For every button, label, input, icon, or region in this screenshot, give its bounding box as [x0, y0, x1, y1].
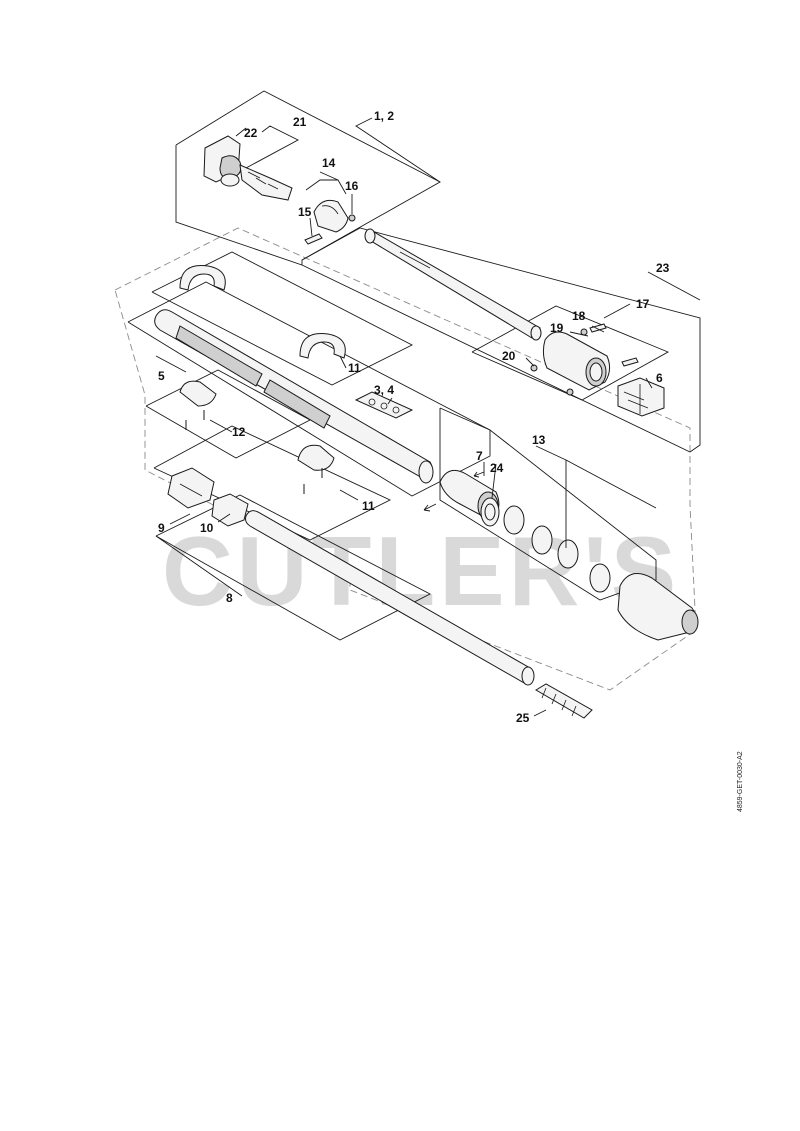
coupler-10-part [211, 493, 249, 527]
alignment-outline [114, 227, 697, 691]
callout-8: 8 [226, 591, 233, 605]
spring-part [535, 683, 593, 719]
callout-25: 25 [516, 711, 530, 725]
callout-5: 5 [158, 369, 165, 383]
group-bracket-8 [155, 494, 431, 641]
handle-shell-top-2-part [299, 332, 346, 359]
callout-19: 19 [550, 321, 564, 335]
group-bracket-13 [439, 407, 657, 601]
callout-23: 23 [656, 261, 670, 275]
callout-10: 10 [200, 521, 214, 535]
callout-17: 17 [636, 297, 650, 311]
callout-15: 15 [298, 205, 312, 219]
handle-clamp-part [304, 199, 356, 245]
main-tube-part [154, 309, 434, 484]
handle-shell-top-part [179, 264, 226, 291]
callout-12: 12 [232, 425, 246, 439]
callout-3-4: 3, 4 [374, 383, 394, 397]
callout-16: 16 [345, 179, 359, 193]
lower-tube-part [245, 510, 535, 686]
callout-6: 6 [656, 371, 663, 385]
handle-shell-bottom-part [297, 444, 335, 494]
callout-24: 24 [490, 461, 504, 475]
drive-shaft-part [364, 228, 542, 341]
callout-14: 14 [322, 156, 336, 170]
group-bracket-23 [301, 227, 701, 453]
gear-head-housing-part [617, 573, 699, 641]
callout-22: 22 [244, 126, 258, 140]
callout-21: 21 [293, 115, 307, 129]
insert-arrow-2 [473, 471, 485, 478]
group-bracket-5 [127, 281, 491, 497]
decal-part [354, 391, 414, 419]
leader-lines [155, 117, 701, 717]
callout-11-top: 11 [348, 361, 361, 375]
callout-13: 13 [532, 433, 546, 447]
callout-20: 20 [502, 349, 516, 363]
callout-7: 7 [476, 449, 483, 463]
clamp-half-part [179, 380, 217, 430]
coupling-housing-part [530, 323, 639, 396]
ring-part [480, 497, 500, 527]
shaft-end-fitting-part [617, 377, 665, 417]
document-code: 4859-GET-0030-A2 [737, 751, 744, 812]
callout-1-2: 1, 2 [374, 109, 394, 123]
throttle-housing-part [203, 135, 293, 201]
bearing-rings-part [503, 505, 611, 593]
insert-arrow-1 [423, 503, 437, 512]
coupler-9-part [167, 467, 215, 509]
callout-11-bottom: 11 [362, 499, 375, 513]
callout-9: 9 [158, 521, 165, 535]
callout-18: 18 [572, 309, 586, 323]
